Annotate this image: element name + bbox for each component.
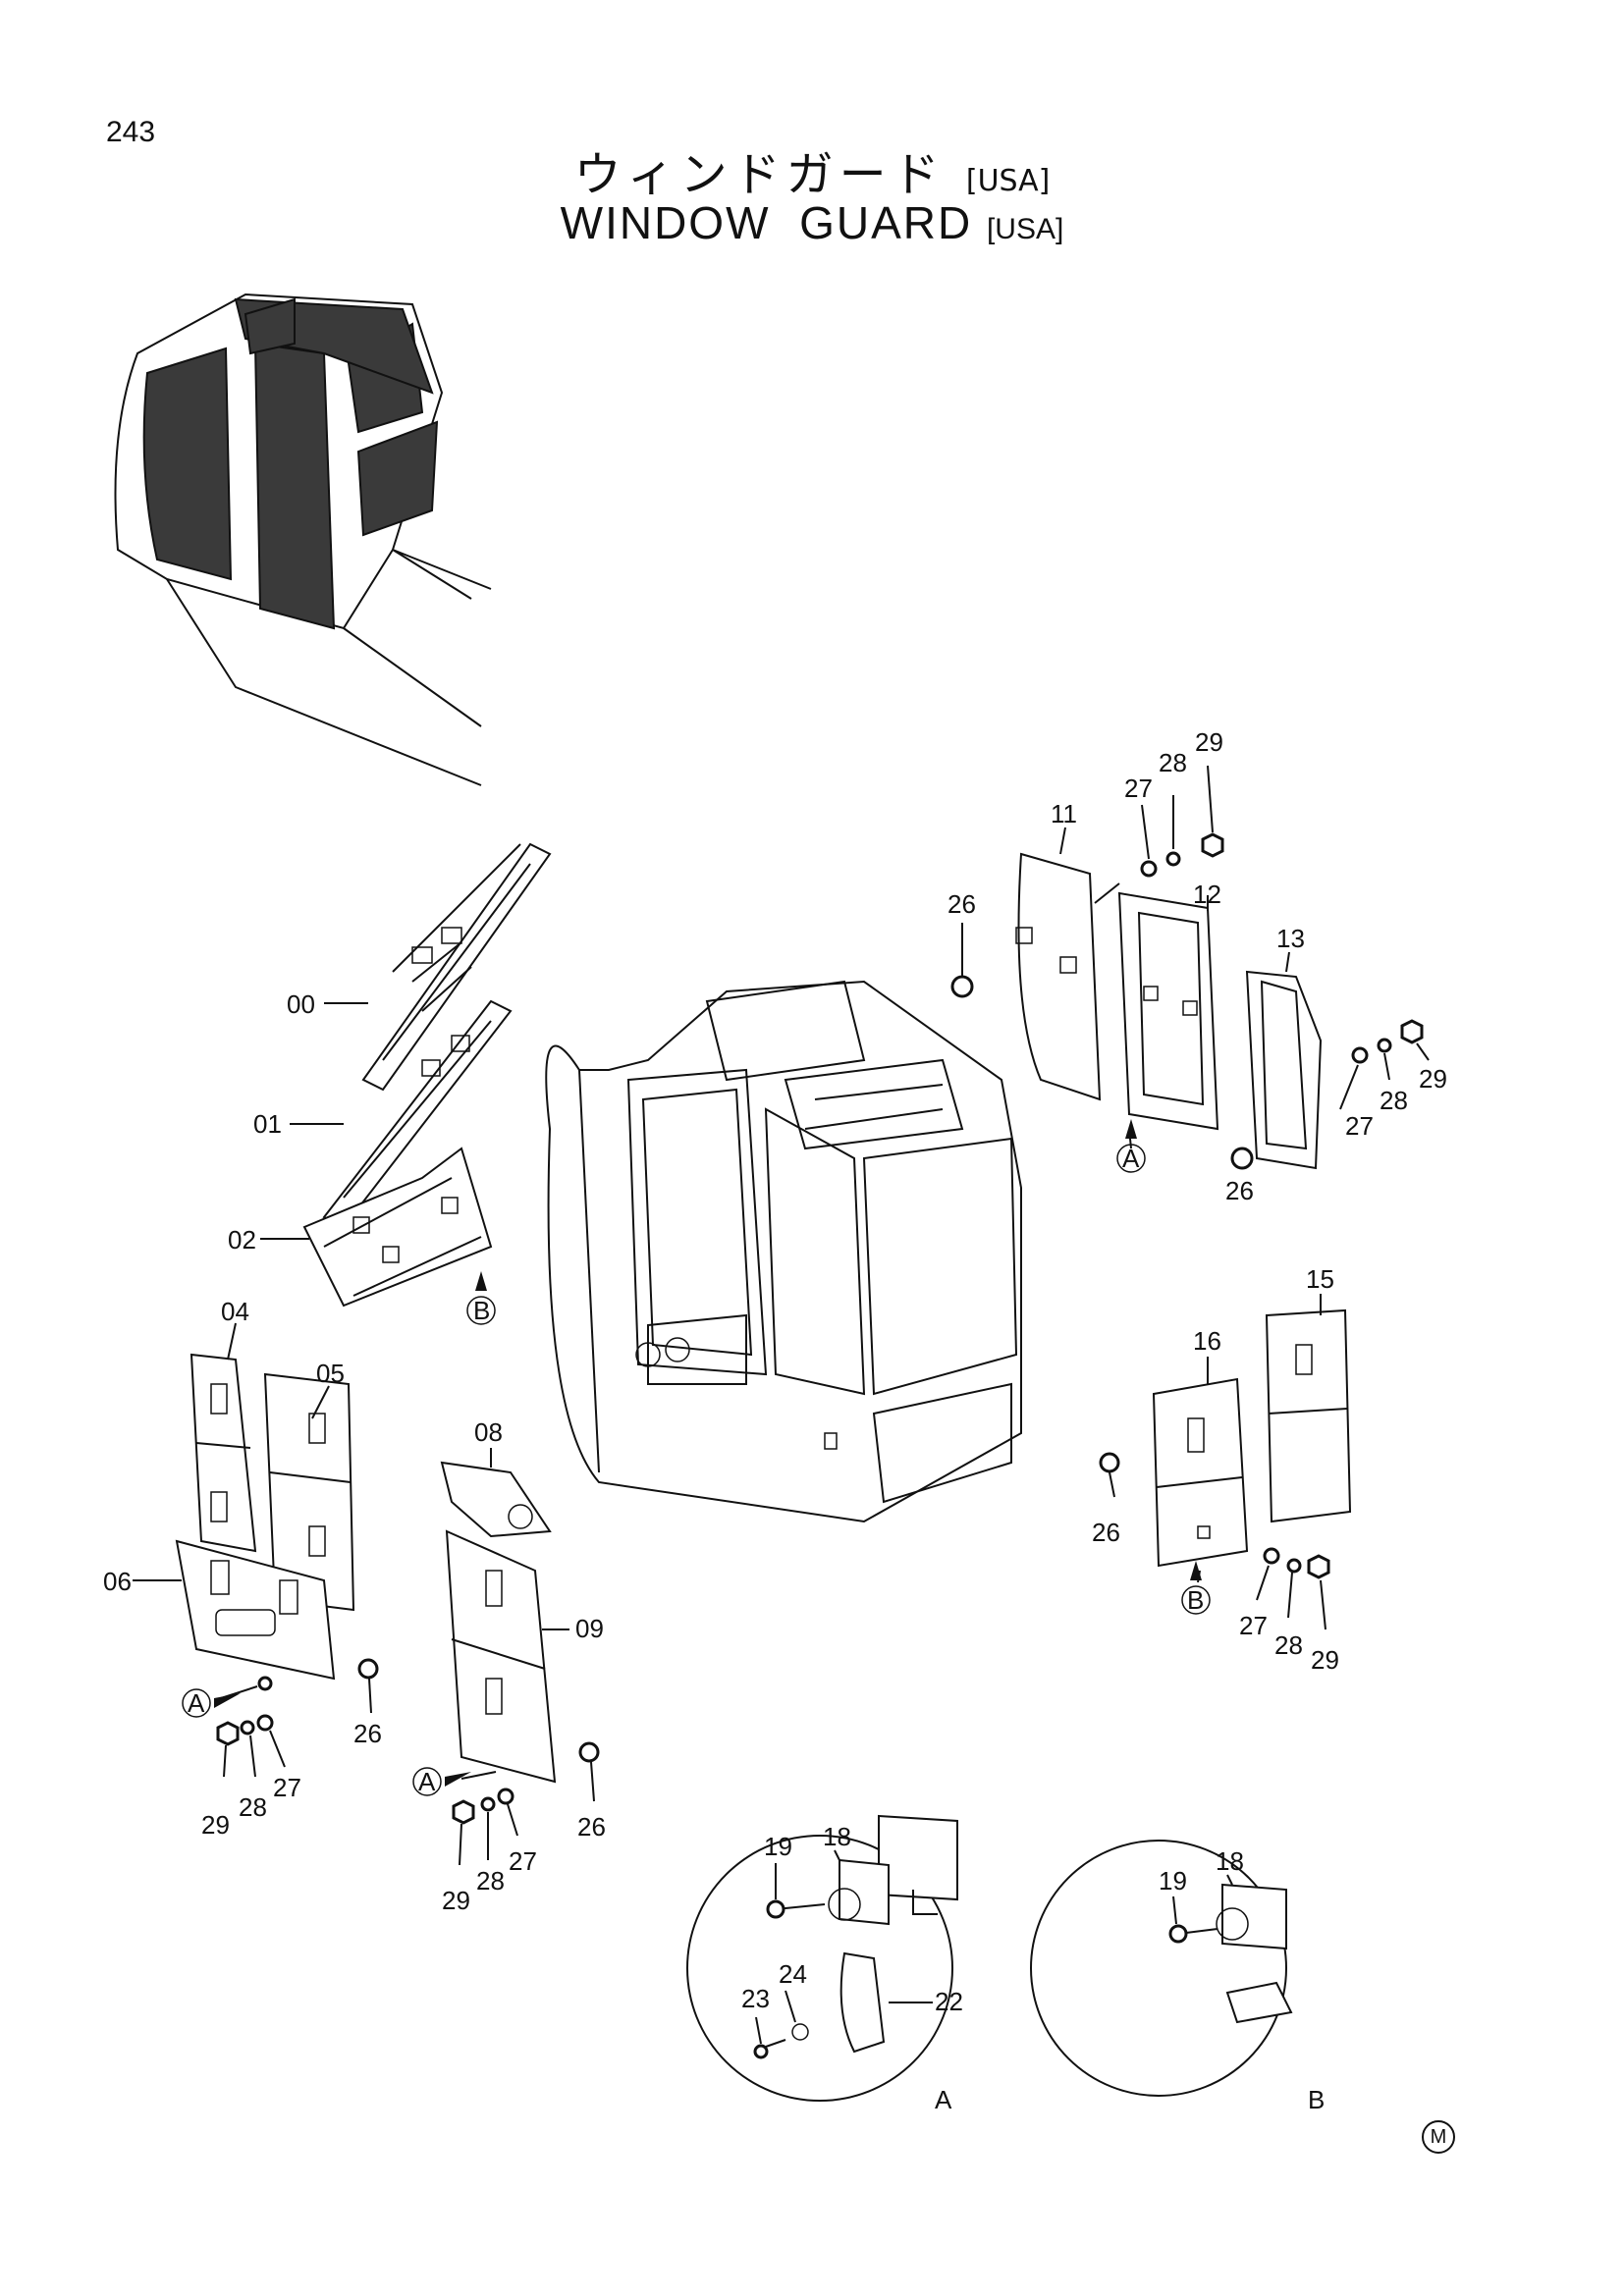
callout-22: 22 [935, 1987, 963, 2016]
callout-05: 05 [316, 1359, 345, 1388]
callout-23: 23 [741, 1984, 770, 2013]
callout-11: 11 [1051, 799, 1077, 828]
guard-06 [175, 1539, 336, 1691]
marker-a-left-09: A [418, 1767, 436, 1796]
callout-28-upper: 28 [1159, 748, 1187, 777]
callout-04: 04 [221, 1297, 249, 1326]
guard-00 [361, 842, 552, 1092]
callout-27-upper: 27 [1124, 774, 1153, 803]
callout-12: 12 [1193, 880, 1221, 909]
hardware [216, 832, 1424, 1825]
detail-circle-b [1030, 1840, 1293, 2097]
callout-28-left06: 28 [239, 1792, 267, 1822]
callout-29-left06: 29 [201, 1810, 230, 1840]
callout-02: 02 [228, 1225, 256, 1255]
callout-29-right13: 29 [1419, 1064, 1447, 1094]
leader-lines [133, 765, 1430, 1866]
callout-19-detail-b: 19 [1159, 1866, 1187, 1896]
callout-26-left06: 26 [353, 1719, 382, 1748]
callout-00: 00 [287, 989, 315, 1019]
guard-04 [189, 1353, 257, 1553]
callout-06: 06 [103, 1567, 132, 1596]
guard-02 [302, 1147, 493, 1308]
page-number: 243 [106, 116, 156, 148]
callout-18-detail-b: 18 [1216, 1846, 1244, 1876]
title-english-text: WINDOW GUARD [560, 197, 973, 248]
callout-18-detail-a: 18 [823, 1822, 851, 1851]
callout-27-right13: 27 [1345, 1111, 1374, 1141]
title-japanese-text: ウィンドガード [573, 147, 946, 202]
overview-cab [114, 293, 492, 786]
guard-16 [1152, 1377, 1249, 1568]
callout-01: 01 [253, 1109, 282, 1139]
callout-26-right16: 26 [1092, 1518, 1120, 1547]
callout-29-left09: 29 [442, 1886, 470, 1915]
callout-29-upper: 29 [1195, 727, 1223, 757]
marker-b-left: B [473, 1296, 490, 1325]
guard-11 [1015, 852, 1102, 1101]
marker-a-right: A [1122, 1144, 1140, 1173]
callout-26-right13: 26 [1225, 1176, 1254, 1205]
callout-19-detail-a: 19 [764, 1832, 792, 1861]
title-english: WINDOW GUARD [USA] [0, 196, 1624, 249]
section-markers [182, 1119, 1211, 1796]
guard-13 [1245, 970, 1323, 1170]
callout-15: 15 [1306, 1264, 1334, 1294]
detail-a-label: A [935, 2085, 952, 2114]
guard-15 [1265, 1308, 1352, 1523]
title-japanese-tag: [USA] [965, 164, 1051, 198]
title-japanese: ウィンドガード [USA] [0, 135, 1624, 204]
guard-08 [440, 1461, 552, 1538]
callout-26-upper: 26 [947, 889, 976, 919]
callout-27-left09: 27 [509, 1846, 537, 1876]
callout-28-right16: 28 [1274, 1630, 1303, 1660]
title-english-tag: [USA] [986, 213, 1064, 245]
callout-27-left06: 27 [273, 1773, 301, 1802]
callout-13: 13 [1276, 924, 1305, 953]
guard-12 [1117, 891, 1219, 1131]
callout-28-right13: 28 [1380, 1086, 1408, 1115]
callout-24: 24 [779, 1959, 807, 1989]
callout-09: 09 [575, 1614, 604, 1643]
marker-b-right: B [1187, 1585, 1204, 1615]
guard-09 [445, 1529, 557, 1784]
main-cab [545, 980, 1022, 1523]
callout-08: 08 [474, 1417, 503, 1447]
guard-05 [263, 1372, 355, 1612]
callout-26-left09: 26 [577, 1812, 606, 1842]
maker-mark: M [1422, 2120, 1455, 2154]
detail-b-label: B [1308, 2085, 1325, 2114]
callout-27-right16: 27 [1239, 1611, 1268, 1640]
detail-circle-a [686, 1814, 958, 2102]
callout-16: 16 [1193, 1326, 1221, 1356]
marker-a-left-06: A [188, 1688, 205, 1718]
callout-28-left09: 28 [476, 1866, 505, 1896]
callout-29-right16: 29 [1311, 1645, 1339, 1675]
